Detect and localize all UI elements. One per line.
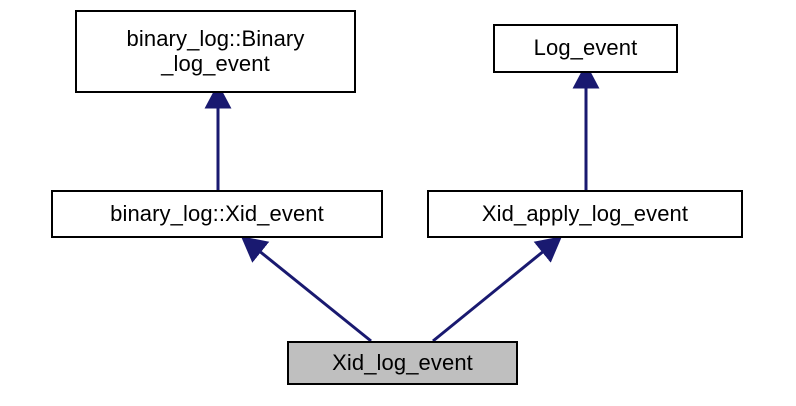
node-xid-apply-log-event[interactable]: Xid_apply_log_event — [427, 190, 743, 238]
node-xid-log-event[interactable]: Xid_log_event — [287, 341, 518, 385]
node-label: Xid_apply_log_event — [481, 200, 689, 226]
node-label: binary_log::Xid_event — [110, 200, 324, 226]
edge-xid-log-event-to-xid-event — [240, 236, 372, 343]
node-binary-log-xid-event[interactable]: binary_log::Xid_event — [51, 190, 383, 238]
node-label: Xid_log_event — [332, 349, 473, 375]
node-label: Log_event — [533, 35, 638, 61]
node-binary-log-binary-log-event[interactable]: binary_log::Binary _log_event — [75, 10, 356, 93]
edge-xid-log-event-to-xid-apply — [432, 236, 562, 343]
node-label: binary_log::Binary _log_event — [126, 25, 305, 76]
node-log-event[interactable]: Log_event — [493, 24, 678, 73]
